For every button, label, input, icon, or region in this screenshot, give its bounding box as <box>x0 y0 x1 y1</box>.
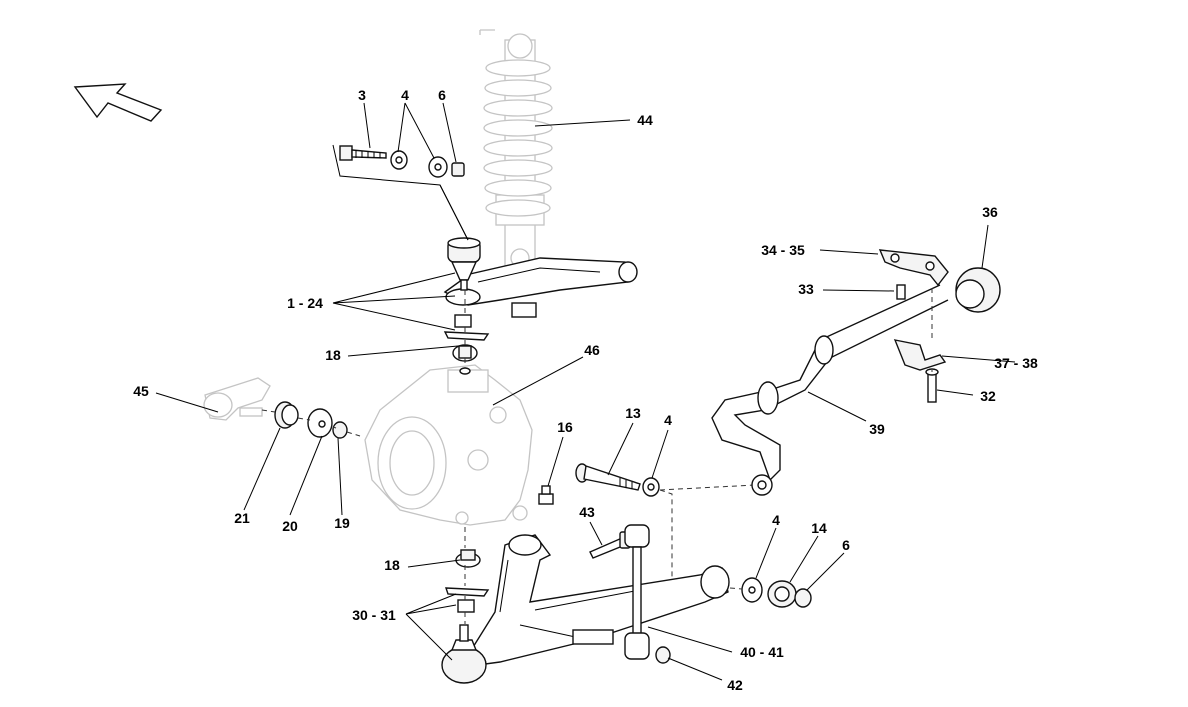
steering-knuckle <box>364 364 533 526</box>
screw-33 <box>896 284 906 300</box>
tie-rod-end <box>203 377 271 421</box>
shock-absorber-spring <box>479 29 553 271</box>
callout-13: 13 <box>625 405 641 421</box>
upper-ball-joint <box>447 237 481 291</box>
leader-lines <box>155 102 1016 681</box>
lower-wishbone <box>469 534 730 666</box>
stabilizer-link <box>624 524 671 664</box>
link-washer-set <box>729 577 812 608</box>
callout-45: 45 <box>133 383 149 399</box>
callout-18-upper: 18 <box>325 347 341 363</box>
callout-19: 19 <box>334 515 350 531</box>
tie-rod-nut-set <box>261 401 361 439</box>
callout-46: 46 <box>584 342 600 358</box>
screw-32 <box>925 288 939 403</box>
grease-nipple <box>538 485 554 505</box>
callout-1-24: 1 - 24 <box>287 295 323 311</box>
callout-43: 43 <box>579 504 595 520</box>
bolt-13 <box>575 463 756 580</box>
callout-20: 20 <box>282 518 298 534</box>
lower-castle-nut <box>445 527 490 624</box>
lower-ball-joint <box>441 624 487 684</box>
callout-14: 14 <box>811 520 827 536</box>
arrow-icon <box>73 83 163 122</box>
callout-32: 32 <box>980 388 996 404</box>
anti-roll-bar <box>711 284 949 496</box>
callout-37-38: 37 - 38 <box>994 355 1038 371</box>
callout-40-41: 40 - 41 <box>740 644 784 660</box>
callout-33: 33 <box>798 281 814 297</box>
callout-6-upper: 6 <box>438 87 446 103</box>
callout-4-lower: 4 <box>772 512 780 528</box>
callout-4-upper: 4 <box>401 87 409 103</box>
callout-44: 44 <box>637 112 653 128</box>
callout-21: 21 <box>234 510 250 526</box>
upper-bolt-set <box>332 144 469 241</box>
callout-3: 3 <box>358 87 366 103</box>
callout-labels: 3 4 6 44 1 - 24 18 46 45 21 20 19 16 13 … <box>133 87 1038 693</box>
callout-42: 42 <box>727 677 743 693</box>
callout-4-middle: 4 <box>664 412 672 428</box>
callout-39: 39 <box>869 421 885 437</box>
callout-16: 16 <box>557 419 573 435</box>
callout-34-35: 34 - 35 <box>761 242 805 258</box>
callout-30-31: 30 - 31 <box>352 607 396 623</box>
upper-wishbone <box>443 257 638 318</box>
callout-6-lower: 6 <box>842 537 850 553</box>
callout-36: 36 <box>982 204 998 220</box>
upper-castle-nut <box>443 290 490 375</box>
bolt-43 <box>589 531 631 559</box>
mounting-bracket <box>878 249 949 287</box>
rubber-bush <box>955 267 1001 313</box>
callout-18-lower: 18 <box>384 557 400 573</box>
clamp-37-38 <box>893 339 947 371</box>
